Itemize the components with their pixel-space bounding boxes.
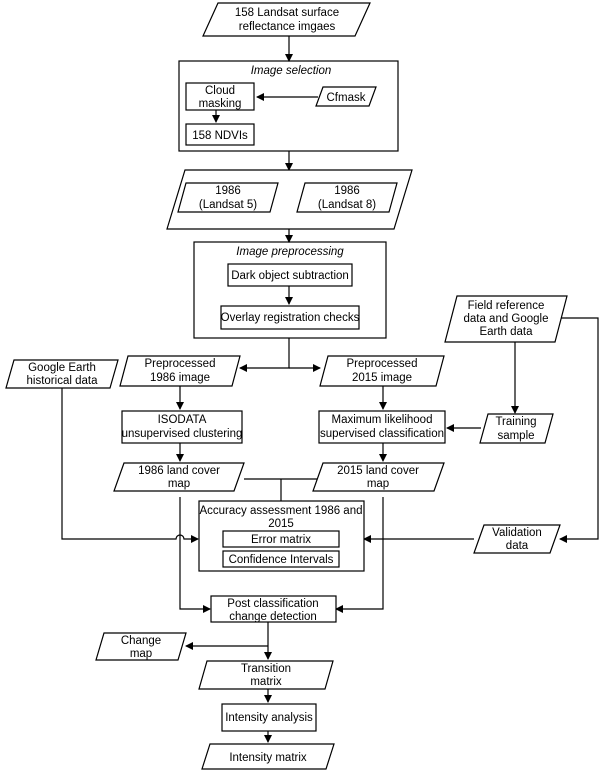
node-post-classification-line2: change detection bbox=[229, 611, 317, 623]
node-change-map-line1: Change bbox=[121, 635, 161, 647]
image-preprocessing-title: Image preprocessing bbox=[236, 246, 344, 258]
node-intensity-matrix: Intensity matrix bbox=[201, 743, 335, 770]
node-isodata-line1: ISODATA bbox=[158, 414, 207, 426]
node-post-classification-line1: Post classification bbox=[227, 598, 318, 610]
node-landcover-2015-line2: map bbox=[367, 478, 389, 490]
node-confidence-intervals-label: Confidence Intervals bbox=[229, 554, 334, 566]
node-error-matrix-label: Error matrix bbox=[251, 534, 311, 546]
arrow-to-preprocessed-1986 bbox=[239, 338, 290, 372]
node-preprocessed-1986: Preprocessed 1986 image bbox=[119, 355, 241, 387]
node-field-reference: Field reference data and Google Earth da… bbox=[444, 295, 568, 343]
node-landsat-images-line2: reflectance imgaes bbox=[239, 21, 336, 33]
node-confidence-intervals: Confidence Intervals bbox=[222, 550, 340, 568]
arrow-field-to-validation bbox=[555, 317, 599, 543]
node-google-earth-line2: historical data bbox=[27, 375, 99, 387]
node-intensity-analysis: Intensity analysis bbox=[221, 703, 317, 732]
node-transition-matrix-line1: Transition bbox=[241, 663, 291, 675]
arrow-lc1986-to-post bbox=[179, 497, 211, 613]
arrow-lc2015-to-post bbox=[335, 497, 384, 613]
node-isodata-line2: unsupervised clustering bbox=[122, 428, 243, 440]
group-image-selection: Image selection bbox=[178, 60, 399, 152]
node-landsat8-line1: 1986 bbox=[334, 185, 360, 197]
node-landsat8: 1986 (Landsat 8) bbox=[296, 182, 398, 213]
node-landsat-images: 158 Landsat surface reflectance imgaes bbox=[202, 2, 371, 37]
node-cloud-masking: Cloud masking bbox=[185, 82, 255, 111]
node-post-classification: Post classification change detection bbox=[210, 595, 337, 623]
node-training-sample-line2: sample bbox=[497, 430, 534, 442]
node-field-reference-line2: data and Google bbox=[463, 313, 548, 325]
node-preprocessed-2015-line2: 2015 image bbox=[352, 372, 412, 384]
node-landcover-1986-line2: map bbox=[168, 478, 190, 490]
node-intensity-matrix-label: Intensity matrix bbox=[229, 752, 307, 764]
node-change-map-line2: map bbox=[130, 648, 152, 660]
accuracy-title-line1: Accuracy assessment 1986 and bbox=[199, 505, 362, 517]
node-cloud-masking-line2: masking bbox=[199, 98, 242, 110]
node-cloud-masking-line1: Cloud bbox=[205, 85, 235, 97]
node-validation-data-line2: data bbox=[506, 540, 529, 552]
node-landsat5: 1986 (Landsat 5) bbox=[177, 182, 279, 213]
node-field-reference-line3: Earth data bbox=[479, 326, 533, 338]
node-preprocessed-1986-line2: 1986 image bbox=[150, 372, 210, 384]
node-landsat5-line1: 1986 bbox=[215, 185, 241, 197]
node-validation-data: Validation data bbox=[473, 524, 561, 554]
node-landcover-1986: 1986 land cover map bbox=[113, 462, 245, 492]
accuracy-title-line2: 2015 bbox=[268, 518, 294, 530]
node-landsat8-line2: (Landsat 8) bbox=[318, 199, 376, 211]
node-error-matrix: Error matrix bbox=[222, 530, 340, 548]
node-training-sample-line1: Training bbox=[495, 416, 536, 428]
node-landsat5-line2: (Landsat 5) bbox=[199, 199, 257, 211]
node-max-likelihood: Maximum likelihood supervised classifica… bbox=[318, 410, 446, 444]
node-landcover-1986-line1: 1986 land cover bbox=[138, 465, 220, 477]
image-selection-title: Image selection bbox=[251, 65, 332, 77]
node-transition-matrix-line2: matrix bbox=[250, 676, 282, 688]
node-dark-object: Dark object subtraction bbox=[227, 263, 353, 287]
node-google-earth-line1: Google Earth bbox=[28, 362, 96, 374]
node-cfmask: Cfmask bbox=[315, 86, 377, 107]
node-dark-object-label: Dark object subtraction bbox=[231, 270, 349, 282]
node-preprocessed-2015: Preprocessed 2015 image bbox=[319, 355, 445, 387]
arrow-google-to-accuracy bbox=[61, 388, 199, 543]
node-overlay-registration-label: Overlay registration checks bbox=[221, 312, 360, 324]
node-ndvis-label: 158 NDVIs bbox=[192, 130, 248, 142]
node-transition-matrix: Transition matrix bbox=[198, 660, 334, 690]
node-google-earth: Google Earth historical data bbox=[5, 359, 119, 389]
node-change-map: Change map bbox=[95, 632, 187, 661]
group-image-preprocessing: Image preprocessing bbox=[193, 241, 387, 339]
node-field-reference-line1: Field reference bbox=[468, 300, 545, 312]
node-landcover-2015-line1: 2015 land cover bbox=[337, 465, 419, 477]
node-isodata: ISODATA unsupervised clustering bbox=[121, 410, 243, 444]
node-intensity-analysis-label: Intensity analysis bbox=[225, 712, 313, 724]
connectors bbox=[61, 36, 599, 743]
node-landsat-images-line1: 158 Landsat surface bbox=[235, 7, 339, 19]
node-cfmask-label: Cfmask bbox=[327, 92, 366, 104]
node-preprocessed-1986-line1: Preprocessed bbox=[145, 358, 216, 370]
node-landcover-2015: 2015 land cover map bbox=[312, 462, 445, 492]
node-max-likelihood-line1: Maximum likelihood bbox=[332, 414, 433, 426]
node-max-likelihood-line2: supervised classification bbox=[320, 428, 444, 440]
node-overlay-registration: Overlay registration checks bbox=[220, 305, 360, 330]
node-training-sample: Training sample bbox=[479, 413, 554, 444]
node-preprocessed-2015-line1: Preprocessed bbox=[347, 358, 418, 370]
node-validation-data-line1: Validation bbox=[492, 527, 542, 539]
node-ndvis: 158 NDVIs bbox=[185, 123, 255, 146]
